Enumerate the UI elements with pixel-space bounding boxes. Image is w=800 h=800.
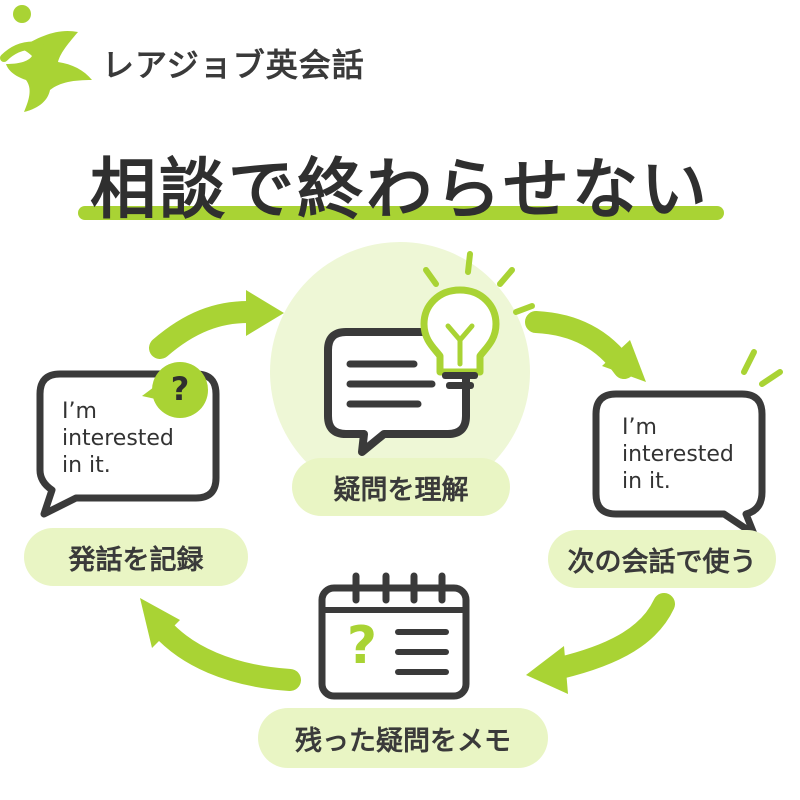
step-memo-remaining-questions: 残った疑問をメモ (258, 708, 548, 768)
brand-name: レアジョブ英会話 (102, 46, 365, 84)
step-understand-question: 疑問を理解 (292, 458, 510, 516)
arrowhead-1 (246, 290, 284, 336)
lightbulb-icon (420, 251, 535, 389)
left-bubble-text: I’m interested in it. (62, 399, 174, 478)
arrowhead-4 (140, 598, 180, 648)
arrowheads (140, 290, 646, 694)
memo-question-glyph: ? (346, 616, 378, 676)
question-badge-icon (142, 362, 208, 418)
step-record-speech: 発話を記録 (24, 528, 248, 586)
page-title: 相談で終わらせない (90, 151, 710, 228)
title-underline (78, 206, 724, 220)
calendar-memo-icon (318, 572, 470, 700)
arrow-top-left (149, 301, 259, 359)
right-bubble-text: I’m interested in it. (622, 415, 734, 494)
step-use-next-conversation: 次の会話で使う (548, 530, 776, 588)
question-mark-glyph: ? (170, 370, 190, 408)
arrow-bottom-left (149, 615, 301, 691)
arrowhead-2 (602, 340, 646, 382)
logo-star-icon (0, 5, 92, 113)
arrowhead-3 (526, 646, 568, 694)
arrow-bottom-right (549, 593, 675, 679)
